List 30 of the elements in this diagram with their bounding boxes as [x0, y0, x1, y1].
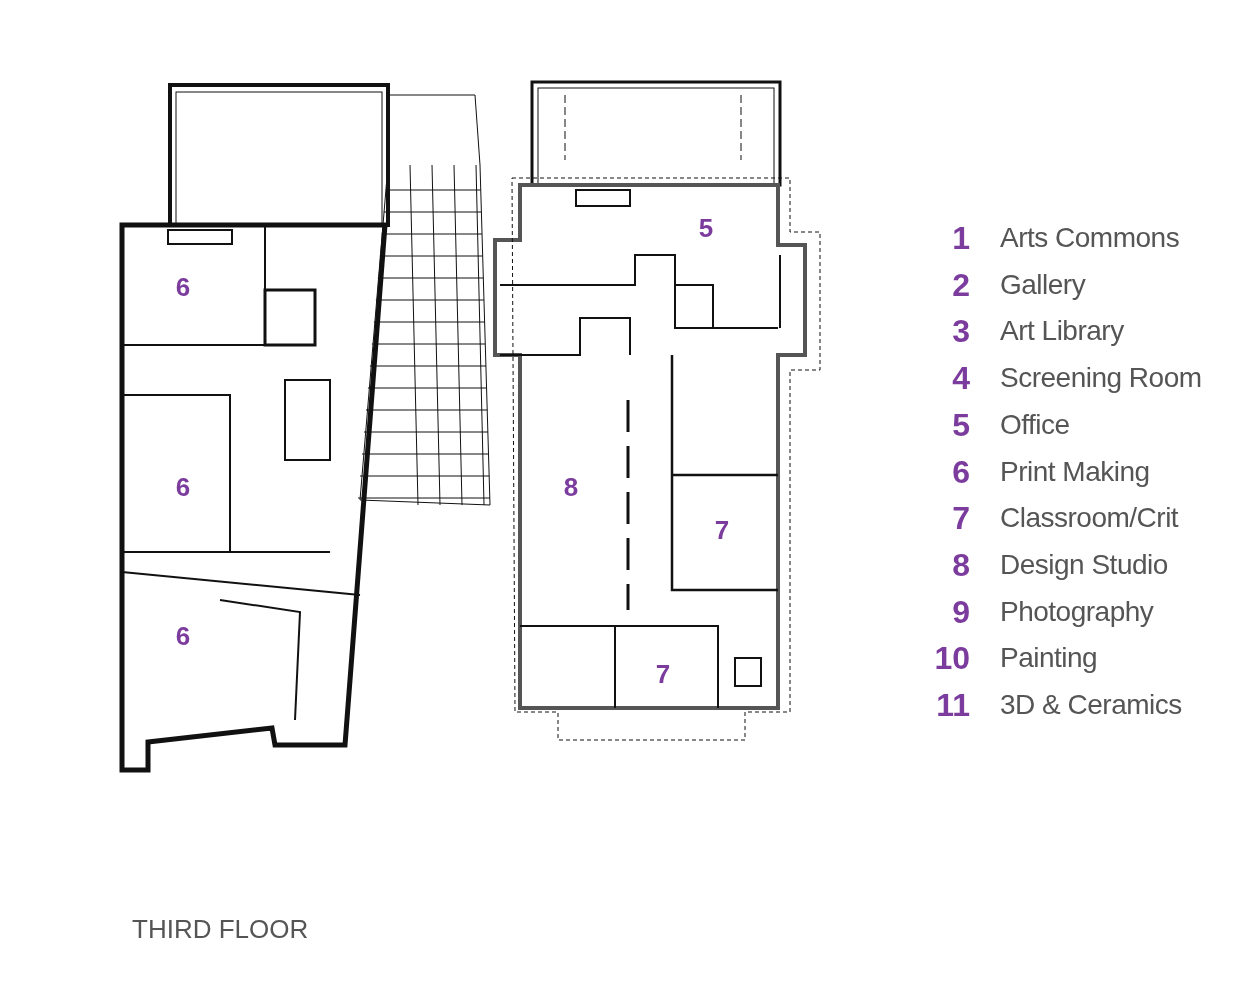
room-number: 3 — [952, 315, 970, 348]
room-number: 8 — [952, 548, 970, 581]
room-number: 6 — [952, 455, 970, 488]
room-name: Office — [1000, 410, 1070, 439]
room-name: Gallery — [1000, 270, 1086, 299]
room-number: 1 — [952, 222, 970, 254]
room-name: Screening Room — [1000, 364, 1202, 393]
room-number: 6 — [175, 274, 191, 300]
room-name: Design Studio — [1000, 550, 1168, 579]
room-number: 4 — [952, 362, 970, 395]
room-name: Painting — [1000, 644, 1098, 673]
plan-caption: THIRD FLOOR — [132, 916, 309, 942]
room-number: 11 — [936, 689, 970, 721]
room-number: 6 — [175, 623, 191, 649]
room-name: 3D & Ceramics — [1000, 691, 1182, 719]
room-number: 7 — [714, 517, 730, 543]
room-name: Art Library — [1000, 317, 1124, 346]
room-number: 2 — [952, 268, 970, 301]
room-number: 10 — [934, 642, 970, 675]
room-number: 5 — [698, 215, 714, 241]
room-name: Print Making — [1000, 457, 1150, 486]
room-name: Photography — [1000, 597, 1154, 626]
room-number: 7 — [952, 502, 970, 535]
room-number: 6 — [175, 474, 191, 500]
room-name: Classroom/Crit — [1000, 504, 1179, 533]
room-number: 9 — [952, 595, 970, 628]
room-number: 7 — [655, 661, 671, 687]
room-number: 5 — [952, 408, 970, 441]
room-name: Arts Commons — [1000, 224, 1180, 252]
room-number: 8 — [563, 474, 579, 500]
